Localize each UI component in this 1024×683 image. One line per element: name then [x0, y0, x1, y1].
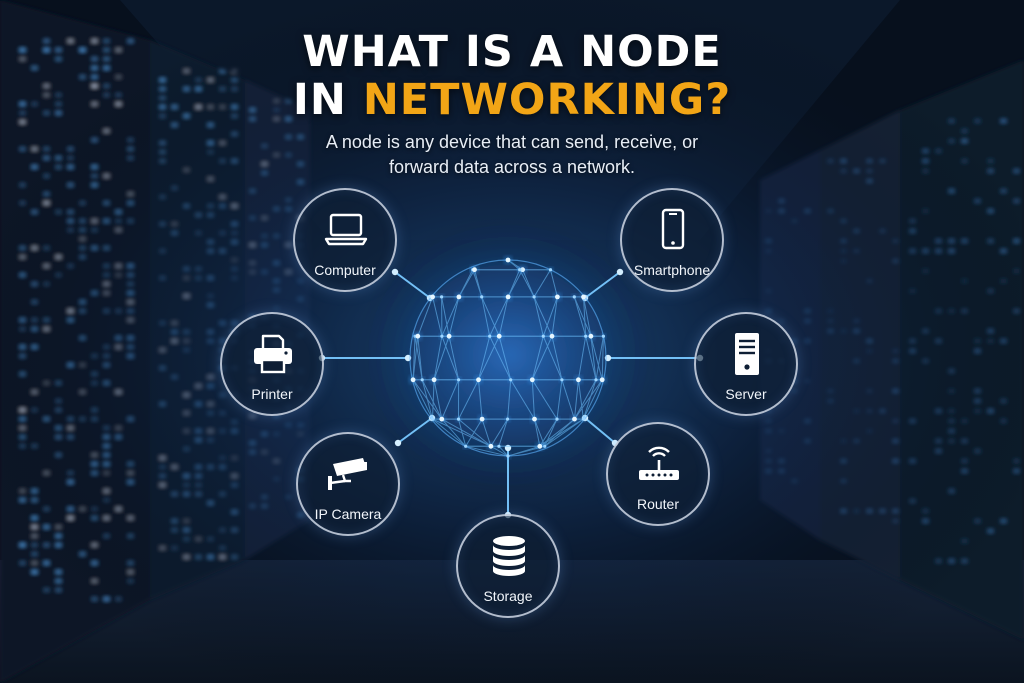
title-prefix: IN [292, 75, 347, 125]
node-smartphone: Smartphone [620, 188, 724, 292]
network-sphere [408, 255, 607, 459]
laptop-icon [324, 213, 368, 246]
node-label: Printer [251, 386, 293, 402]
title-line-2: IN NETWORKING? [0, 76, 1024, 124]
node-label: IP Camera [314, 506, 382, 522]
node-computer: Computer [293, 188, 397, 292]
server-icon [735, 333, 759, 375]
wifi-router-icon [639, 446, 679, 480]
subtitle-line-2: forward data across a network. [388, 157, 636, 177]
security-camera-icon [328, 458, 367, 490]
connector-lines [322, 271, 700, 515]
node-label: Computer [314, 262, 376, 278]
node-printer: Printer [220, 312, 324, 416]
subtitle-line-1: A node is any device that can send, rece… [325, 132, 699, 152]
node-ip-camera: IP Camera [296, 432, 400, 536]
printer-icon [254, 334, 292, 374]
node-label: Server [725, 386, 767, 402]
node-storage: Storage [456, 514, 560, 618]
node-server: Server [694, 312, 798, 416]
node-label: Storage [483, 588, 533, 604]
node-router: Router [606, 422, 710, 526]
database-icon [493, 536, 525, 576]
smartphone-icon [661, 208, 685, 250]
title-line-1: WHAT IS A NODE [302, 27, 722, 77]
title-accent: NETWORKING? [362, 75, 732, 125]
node-label: Smartphone [633, 262, 711, 278]
node-label: Router [636, 496, 680, 512]
